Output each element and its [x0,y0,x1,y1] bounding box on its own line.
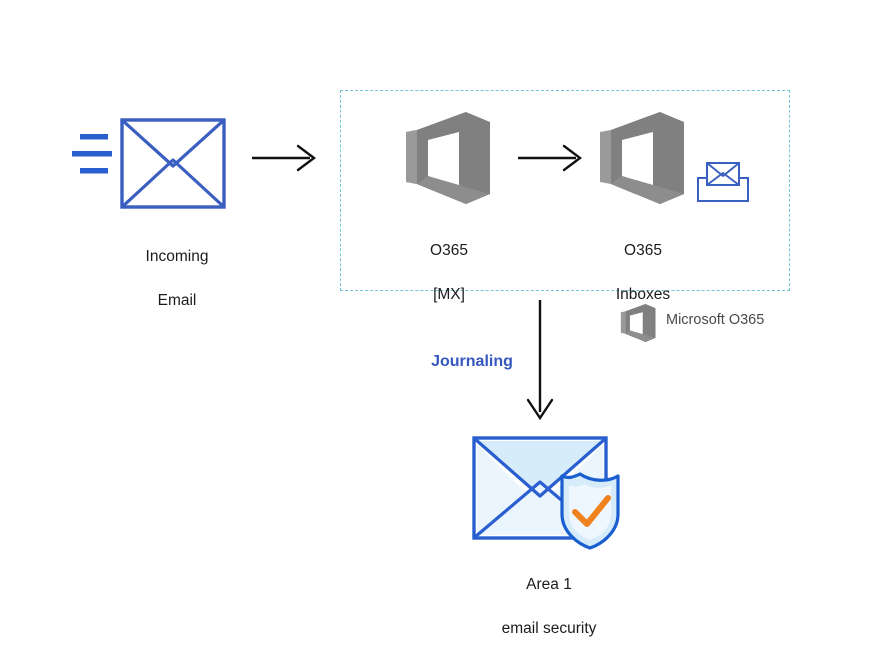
caption-line: Area 1 [526,576,572,593]
arrow-mx-to-inboxes [518,144,582,172]
caption-line: O365 [624,242,662,259]
incoming-email-caption: Incoming Email [72,224,282,334]
caption-line: email security [501,620,597,637]
caption-line: Inboxes [615,286,671,303]
caption-line: O365 [430,242,468,259]
area1-email-security-node: Area 1 email security [468,432,630,637]
office365-icon [600,112,684,204]
o365-inboxes-caption: O365 Inboxes [558,218,728,328]
office365-icon [406,112,490,204]
legend-microsoft-o365 [620,303,658,343]
envelope-icon [72,118,226,209]
arrow-inboxes-to-area1 [526,300,554,421]
caption-line: [MX] [433,286,465,303]
area1-email-security-caption: Area 1 email security [446,552,652,653]
o365-inboxes-node: O365 Inboxes [598,110,690,303]
o365-mx-node: O365 [MX] [404,110,496,303]
office365-icon [620,304,656,342]
envelope-shield-check-icon [472,436,620,550]
incoming-email-node: Incoming Email [72,118,228,309]
legend-label: Microsoft O365 [666,312,765,328]
o365-mx-caption: O365 [MX] [364,218,534,328]
inbox-tray-icon [697,162,749,202]
journaling-edge-label: Journaling [431,353,513,370]
caption-line: Incoming [145,248,209,265]
arrow-incoming-to-mx [252,144,316,172]
caption-line: Email [157,292,197,309]
o365-boundary-box [340,90,790,291]
